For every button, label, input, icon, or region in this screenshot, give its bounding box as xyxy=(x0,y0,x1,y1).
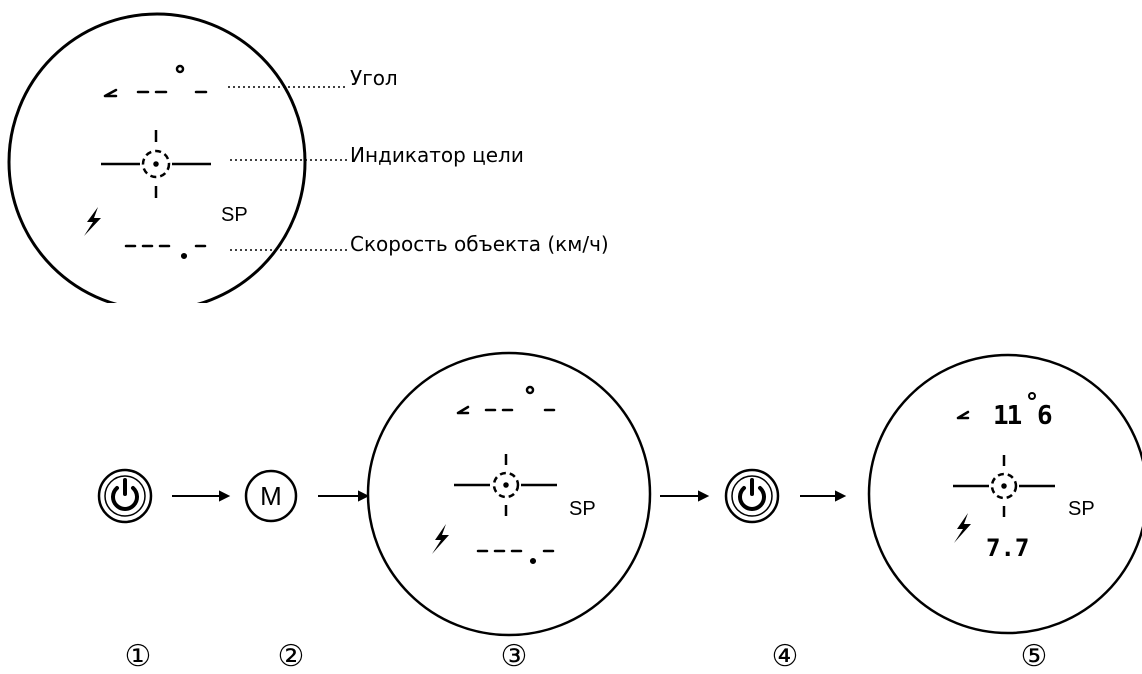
crosshair-icon xyxy=(101,130,211,198)
step-number-5: ⑤ xyxy=(1021,639,1048,674)
arrow-icon xyxy=(660,490,710,502)
speed-readout xyxy=(124,244,207,260)
mode-button-step2: M xyxy=(244,469,298,523)
display-circle xyxy=(7,12,307,303)
angle-symbol-icon xyxy=(956,410,970,420)
crosshair-icon xyxy=(953,455,1055,517)
arrow-icon xyxy=(172,490,231,502)
mode-label: SP xyxy=(1068,498,1095,520)
step-number-3: ③ xyxy=(501,639,528,674)
angle-readout xyxy=(456,385,556,415)
power-button-step4 xyxy=(724,468,780,524)
speed-value: 7.7 xyxy=(986,534,1029,562)
step-number-2: ② xyxy=(278,639,305,674)
mode-button-icon xyxy=(244,469,298,523)
arrow-icon xyxy=(800,490,847,502)
callout-object-speed: Скорость объекта (км/ч) xyxy=(350,232,609,256)
lightning-icon xyxy=(954,513,971,543)
mode-button-label: M xyxy=(260,481,282,511)
angle-value: 11 xyxy=(993,401,1022,431)
callout-leaders xyxy=(228,86,348,251)
speed-readout xyxy=(476,549,555,565)
angle-symbol-icon xyxy=(456,405,470,415)
callout-target-indicator: Индикатор цели xyxy=(350,143,524,167)
crosshair-icon xyxy=(454,454,557,516)
step-number-1: ① xyxy=(125,639,152,674)
mode-label: SP xyxy=(569,498,596,520)
arrow-icon xyxy=(318,490,370,502)
power-button-step1 xyxy=(97,468,153,524)
power-button-icon xyxy=(738,478,766,511)
display-step5: 11 6 SP 7.7 xyxy=(867,353,1142,635)
angle-readout xyxy=(103,64,208,98)
top-display: SP xyxy=(7,12,348,303)
degree-symbol xyxy=(1028,392,1036,400)
power-button-icon xyxy=(111,478,139,511)
callout-angle: Угол xyxy=(350,66,398,90)
step-number-4: ④ xyxy=(772,639,799,674)
lightning-icon xyxy=(84,207,101,236)
angle-decimal: 6 xyxy=(1037,401,1053,431)
lightning-icon xyxy=(432,524,449,554)
angle-symbol-icon xyxy=(103,88,118,98)
mode-label: SP xyxy=(221,204,248,226)
step-numbers: ① ② ③ ④ ⑤ xyxy=(125,639,1048,674)
display-step3: SP xyxy=(366,351,652,637)
